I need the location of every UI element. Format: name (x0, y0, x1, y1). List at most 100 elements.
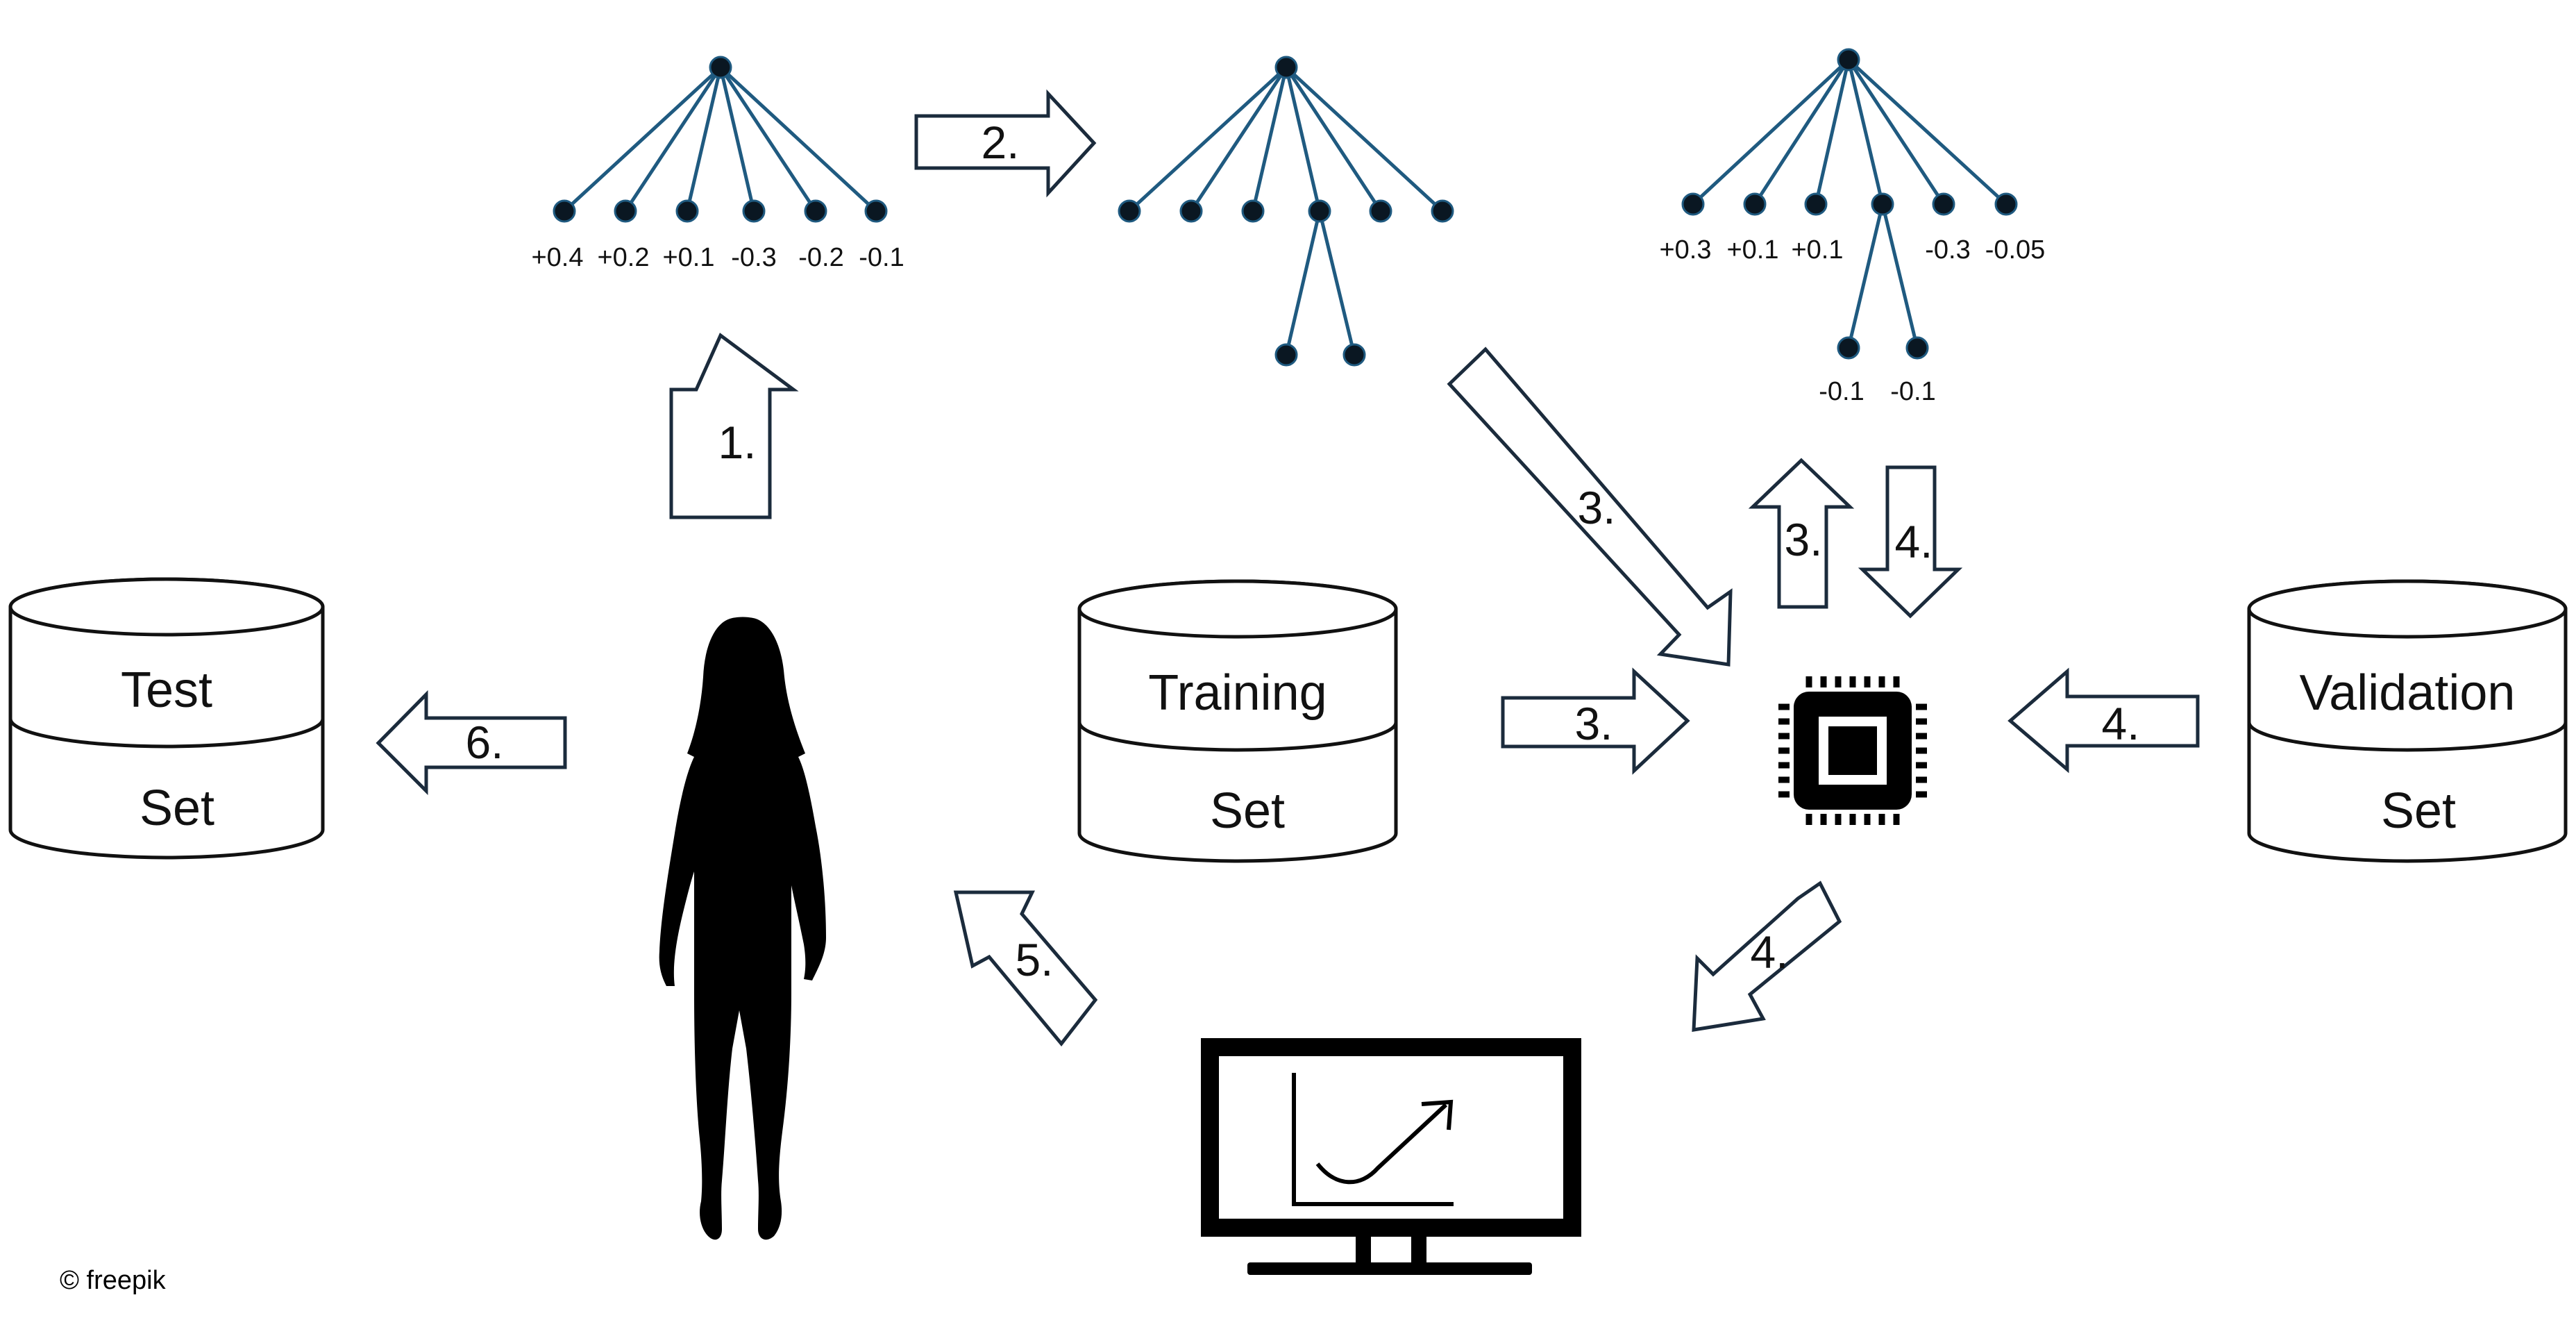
chip-pin (1849, 676, 1856, 687)
tree-leaf-node (742, 199, 766, 223)
arrow-step-4-down: 4. (1858, 465, 1963, 619)
chip-pin (1916, 747, 1927, 754)
chip-pin (1893, 814, 1900, 825)
person-silhouette-icon (659, 617, 826, 1240)
step-label: 4. (2101, 698, 2139, 749)
tree-root-node (1837, 48, 1860, 72)
arrow-step-1: 1. (669, 333, 799, 519)
leaf-value: -0.3 (1925, 235, 1970, 265)
tree-leaf-node (1681, 192, 1705, 216)
tree-leaf-node (675, 199, 699, 223)
chip-pin (1916, 703, 1927, 710)
arrow-step-6: 6. (376, 690, 567, 796)
chip-pin (1805, 676, 1812, 687)
chip-pin (1878, 676, 1885, 687)
chip-pin (1778, 747, 1790, 754)
chip-pin (1916, 733, 1927, 740)
tree-leaf-node (1118, 199, 1141, 223)
chip-pin (1849, 814, 1856, 825)
arrow-step-3-diagonal: 3. (1447, 347, 1733, 667)
tree-weighted: +0.3 +0.1 +0.1 -0.3 -0.05 -0.1 -0.1 (1659, 48, 2046, 406)
step-label: 6. (465, 717, 503, 768)
leaf-value: -0.1 (1819, 377, 1864, 406)
chip-pin (1820, 676, 1827, 687)
arrow-step-5: 5. (953, 890, 1098, 1046)
tree-leaf-node (1743, 192, 1767, 216)
chip-pin (1916, 776, 1927, 783)
database-label: Set (140, 781, 214, 836)
arrow-step-2: 2. (914, 89, 1097, 198)
database-label: Training (1148, 665, 1327, 721)
leaf-value: +0.1 (1791, 235, 1843, 265)
tree-root-node (1274, 56, 1298, 79)
chip-pin (1864, 814, 1871, 825)
chip-pin (1916, 762, 1927, 769)
step-label: 4. (1750, 926, 1788, 978)
chip-pin (1916, 791, 1927, 798)
tree-leaf-node (1369, 199, 1392, 223)
database-label: Validation (2300, 665, 2516, 721)
chip-pin (1778, 733, 1790, 740)
tree-leaf-node (553, 199, 576, 223)
step-label: 5. (1015, 934, 1053, 985)
image-credit: © freepik (60, 1266, 167, 1295)
training-set-database: Training Set (1077, 579, 1398, 863)
leaf-value: -0.3 (731, 243, 776, 272)
leaf-value: +0.2 (597, 243, 649, 272)
arrow-step-4-left: 4. (2007, 667, 2200, 774)
leaf-value: +0.1 (1726, 235, 1778, 265)
step-label: 3. (1577, 482, 1615, 533)
chip-pin (1893, 676, 1900, 687)
chip-pin (1864, 676, 1871, 687)
leaf-value: +0.1 (662, 243, 714, 272)
tree-expanded (1118, 56, 1454, 367)
tree-leaf-node (1274, 343, 1298, 367)
arrow-step-4-diagonal: 4. (1692, 881, 1842, 1032)
leaf-value: -0.1 (1890, 377, 1935, 406)
step-label: 3. (1574, 698, 1613, 749)
tree-leaf-node (1932, 192, 1955, 216)
tree-initial: +0.4 +0.2 +0.1 -0.3 -0.2 -0.1 (531, 56, 904, 272)
step-label: 4. (1894, 516, 1933, 567)
tree-root-node (709, 56, 732, 79)
leaf-value: -0.2 (798, 243, 843, 272)
tree-leaf-node (1905, 336, 1929, 360)
chip-pin (1778, 703, 1790, 710)
leaf-value: -0.1 (859, 243, 904, 272)
tree-leaf-node (1837, 336, 1860, 360)
tree-leaf-node (1431, 199, 1454, 223)
cpu-chip-icon (1778, 676, 1927, 825)
tree-leaf-node (804, 199, 827, 223)
database-label: Set (2381, 783, 2456, 839)
tree-leaf-node (614, 199, 637, 223)
tree-leaf-node (1179, 199, 1203, 223)
leaf-value: +0.3 (1659, 235, 1711, 265)
chip-pin (1778, 762, 1790, 769)
chip-pin (1835, 676, 1842, 687)
chip-pin (1778, 718, 1790, 725)
leaf-value: +0.4 (531, 243, 583, 272)
arrow-step-3-up: 3. (1748, 458, 1855, 609)
chip-pin (1778, 776, 1790, 783)
chip-pin (1820, 814, 1827, 825)
chip-pin (1916, 718, 1927, 725)
validation-set-database: Validation Set (2247, 579, 2568, 863)
arrow-step-3-right: 3. (1501, 667, 1690, 775)
chip-pin (1805, 814, 1812, 825)
tree-split-node (1308, 199, 1331, 223)
step-label: 3. (1784, 514, 1822, 565)
tree-leaf-node (1241, 199, 1265, 223)
tree-leaf-node (1804, 192, 1828, 216)
tree-leaf-node (1994, 192, 2018, 216)
leaf-value: -0.05 (1985, 235, 2046, 265)
tree-leaf-node (864, 199, 888, 223)
chip-pin (1835, 814, 1842, 825)
chip-pin (1878, 814, 1885, 825)
monitor-chart-icon (1201, 1038, 1581, 1275)
tree-leaf-node (1342, 343, 1366, 367)
database-label: Test (121, 662, 212, 718)
step-label: 1. (718, 417, 756, 468)
chip-pin (1778, 791, 1790, 798)
database-label: Set (1210, 783, 1285, 839)
